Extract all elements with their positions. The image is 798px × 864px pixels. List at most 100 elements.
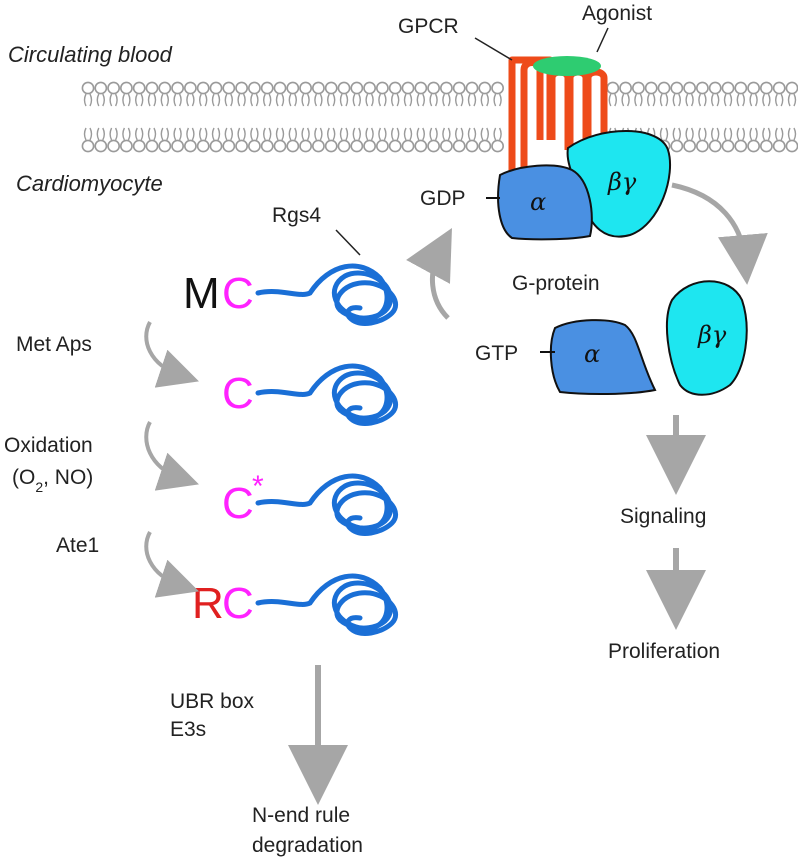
lipid-head [324,139,338,153]
lipid-head [478,81,492,95]
lipid-head [209,139,223,153]
lipid-head [439,139,453,153]
lipid-head [209,81,223,95]
lipid-head [299,139,312,153]
lipid-tail [96,93,105,107]
lipid-tail [173,127,182,141]
lipid-tail [416,93,425,107]
oxidation-asterisk: * [252,470,264,503]
lipid-head [311,139,325,153]
lipid-head [132,81,146,95]
lipid-tail [211,93,221,107]
lipid-tail [314,93,323,107]
lipid-head [772,81,786,95]
lipid-head [337,139,351,153]
region-label-extracellular: Circulating blood [8,42,173,67]
lipid-tail [723,127,733,141]
oxidation-arrow [144,421,199,491]
lipid-head [683,139,696,153]
lipid-tail [672,93,681,107]
lipid-head [491,81,504,95]
rgs4-state-c: C [222,366,396,423]
lipid-tail [122,127,131,141]
lipid-tail [762,127,771,141]
lipid-head [375,139,389,153]
agonist-leader-line [596,27,609,53]
lipid-tail [365,93,374,107]
ate1-arrow [144,531,199,598]
gpcr-leader-line [474,37,513,61]
lipid-head [235,139,248,153]
lipid-head [337,81,351,95]
lipid-head [158,81,172,95]
lipid-tail [416,127,425,141]
lipid-head [81,139,95,153]
lipid-head [708,81,722,95]
lipid-tail [327,127,336,141]
lipid-head [721,139,735,153]
lipid-tail [762,93,771,107]
proliferation-label: Proliferation [608,640,720,663]
lipid-tail [455,93,464,107]
lipid-tail [237,127,246,141]
step-label-oxidants: (O2, NO) [12,466,93,495]
lipid-head [734,139,748,153]
lipid-head [286,81,300,95]
lipid-tail [250,93,259,107]
lipid-head [222,139,236,153]
lipid-tail [391,93,400,107]
lipid-tail [352,127,361,141]
lipid-head [94,139,108,153]
lipid-head [222,81,236,95]
lipid-head [235,81,248,95]
lipid-tail [122,93,131,107]
lipid-tail [775,127,784,141]
lipid-tail [647,93,656,107]
residue-cysteine: C [222,579,254,628]
ubr-label-line1: UBR box [170,690,255,713]
lipid-tail [147,127,157,141]
lipid-head [785,81,798,95]
lipid-tail [659,127,669,141]
beta-gamma-label-free: βγ [697,321,727,349]
lipid-head [171,139,184,153]
rgs4-states: M C C C * R C [183,266,396,633]
rgs4-label: Rgs4 [272,204,321,227]
lipid-head [657,81,671,95]
lipid-head [760,81,773,95]
lipid-tail [237,93,246,107]
lipid-tail [480,93,489,107]
lipid-head [414,139,428,153]
lipid-head [670,81,684,95]
reassociation-arrow [406,228,452,320]
lipid-head [183,139,197,153]
lipid-head [196,139,210,153]
residue-prefix: M [183,269,220,318]
lipid-head [696,139,709,153]
lipid-head [260,81,274,95]
lipid-tail [787,127,797,141]
lipid-head [478,139,492,153]
lipid-tail [314,127,323,141]
step-label-oxidation: Oxidation [4,434,93,457]
degradation-label-line1: N-end rule [252,804,350,827]
lipid-tail [109,93,118,107]
lipid-head [721,81,735,95]
gdp-label: GDP [420,187,466,210]
residue-cysteine: C [222,269,254,318]
lipid-head [670,139,684,153]
lipid-head [247,139,261,153]
lipid-tail [301,93,310,107]
lipid-tail [736,127,745,141]
lipid-tail [199,127,208,141]
lipid-tail [493,93,502,107]
lipid-head [491,139,504,153]
lipid-head [439,81,453,95]
lipid-head [247,81,261,95]
lipid-tail [685,127,694,141]
lipid-head [145,139,159,153]
gpcr-label: GPCR [398,15,459,38]
lipid-head [311,81,325,95]
lipid-head [132,139,146,153]
lipid-tail [83,127,93,141]
